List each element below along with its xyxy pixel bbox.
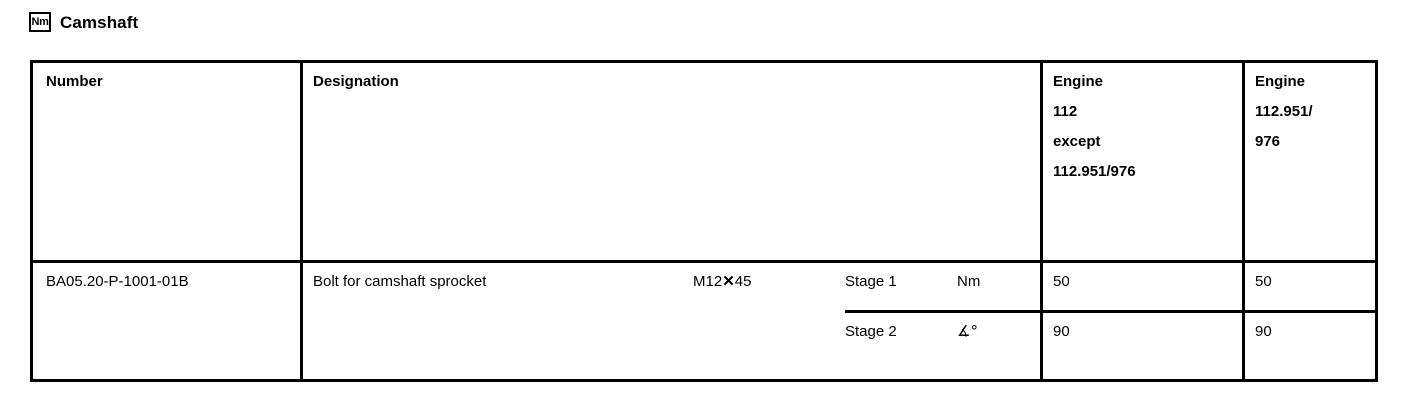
column-header-engine-a-line-2: except (1053, 133, 1101, 150)
column-header-designation: Designation (303, 63, 1040, 260)
torque-unit-icon: Nm (29, 12, 51, 32)
fastener-size-diameter: M12 (693, 273, 723, 290)
angle-degree-icon: ∡° (957, 322, 978, 340)
value-engine-b-stage-2: 90 (1255, 323, 1272, 340)
column-header-designation-line-0: Designation (313, 73, 399, 90)
column-rule-engine (1242, 63, 1245, 379)
stage-1-unit: Nm (957, 273, 981, 290)
column-header-engine-a-line-1: 112 (1053, 103, 1078, 120)
column-rule-designation (1040, 63, 1043, 379)
table-row-stage-2: Stage 2 ∡° (845, 313, 1040, 382)
stage-divider-rule (845, 310, 1375, 313)
column-header-engine-b-line-0: Engine (1255, 73, 1306, 90)
section-heading: Nm Camshaft (29, 12, 138, 32)
column-header-engine-b-line-2: 976 (1255, 133, 1281, 150)
column-header-engine-a-line-0: Engine (1053, 73, 1104, 90)
value-engine-a-stage-1: 50 (1053, 273, 1070, 290)
stage-1-label: Stage 1 (845, 273, 897, 290)
column-header-engine-b-line-1: 112.951/ (1255, 103, 1313, 120)
column-header-engine-112-951-976: Engine 112.951/ 976 (1245, 63, 1381, 260)
column-header-engine-112-except: Engine 112 except 112.951/976 (1043, 63, 1242, 260)
table-row-stage-1: Stage 1 Nm (845, 263, 1040, 310)
torque-specification-table: Number Designation Engine 112 except 112… (30, 60, 1378, 382)
multiplication-cross-icon: ✕ (722, 273, 735, 290)
table-row-number: BA05.20-P-1001-01B (46, 273, 189, 290)
value-engine-b-stage-1: 50 (1255, 273, 1272, 290)
table-row-designation: Bolt for camshaft sprocket (313, 273, 487, 290)
column-header-number: Number (36, 63, 300, 260)
header-row-rule (33, 260, 1375, 263)
page-title: Camshaft (60, 12, 139, 32)
column-rule-number (300, 63, 303, 379)
fastener-size-length: 45 (734, 273, 752, 290)
column-header-number-line-0: Number (46, 73, 103, 90)
stage-2-label: Stage 2 (845, 323, 897, 340)
value-engine-a-stage-2: 90 (1053, 323, 1070, 340)
column-header-engine-a-line-3: 112.951/976 (1053, 163, 1136, 180)
table-row-fastener-size: M12✕45 (693, 263, 843, 313)
